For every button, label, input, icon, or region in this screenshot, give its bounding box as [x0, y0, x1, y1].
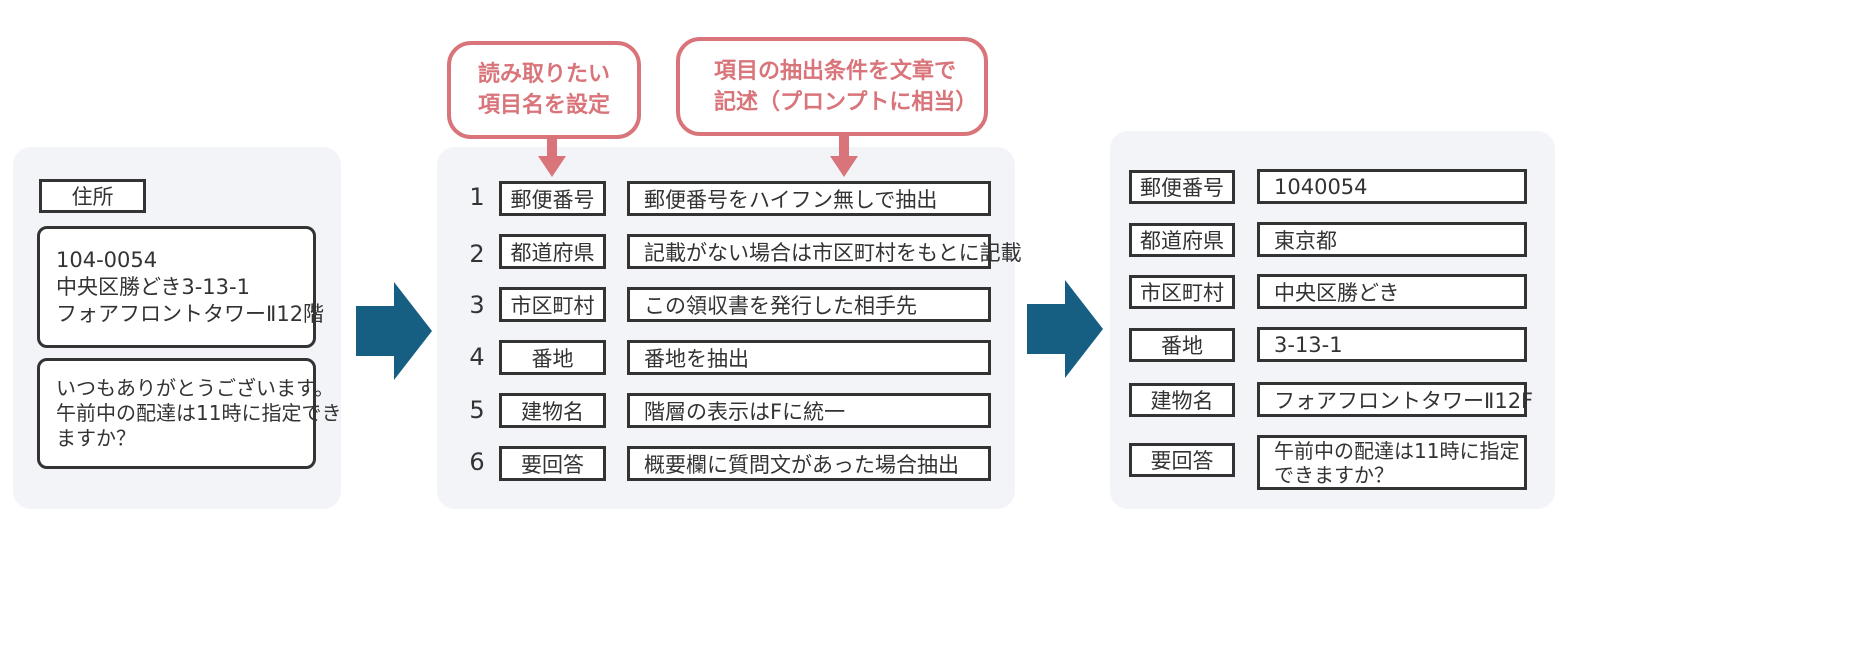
result-name: 建物名	[1150, 389, 1214, 413]
item-name-field: 郵便番号	[499, 181, 606, 216]
item-name: 郵便番号	[510, 187, 595, 212]
item-name-field: 都道府県	[499, 234, 606, 269]
item-name-field: 市区町村	[499, 287, 606, 322]
message-line: ますか？	[56, 426, 136, 450]
condition-field: 郵便番号をハイフン無しで抽出	[627, 181, 991, 216]
condition-field: この領収書を発行した相手先	[627, 287, 991, 322]
address-card: 104-0054 中央区勝どき3-13-1 フォアフロントタワーⅡ12階	[37, 226, 325, 348]
condition-text: 記載がない場合は市区町村をもとに記載	[644, 240, 1022, 265]
callout-line: 項目の抽出条件を文章で	[714, 58, 957, 84]
address-line: 中央区勝どき3-13-1	[56, 274, 250, 299]
condition-field: 概要欄に質問文があった場合抽出	[627, 446, 991, 481]
row-number: 4	[469, 343, 485, 371]
flow-arrow-icon	[1027, 280, 1103, 378]
row-number: 2	[469, 240, 485, 268]
callout-pointer-icon	[830, 136, 858, 177]
item-name-field: 建物名	[499, 393, 606, 428]
result-name: 郵便番号	[1140, 176, 1224, 200]
row-number: 5	[469, 396, 485, 424]
flow-arrow-icon	[356, 282, 432, 380]
condition-field: 記載がない場合は市区町村をもとに記載	[627, 234, 1022, 269]
result-value: フォアフロントタワーⅡ12F	[1274, 388, 1534, 413]
result-name-field: 市区町村	[1129, 275, 1235, 309]
row-number: 1	[469, 183, 485, 211]
message-card: いつもありがとうございます。 午前中の配達は11時に指定でき ますか？	[37, 358, 342, 469]
result-name-field: 要回答	[1129, 443, 1235, 477]
item-name: 都道府県	[510, 240, 595, 265]
row-number: 3	[469, 291, 485, 319]
row-number: 6	[469, 448, 485, 476]
result-value-field: 1040054	[1257, 169, 1527, 204]
callout-line: 読み取りたい	[477, 62, 610, 87]
item-name-field: 要回答	[499, 446, 606, 481]
result-value: 1040054	[1274, 174, 1368, 199]
address-line: フォアフロントタワーⅡ12階	[56, 301, 325, 326]
condition-field: 階層の表示はFに統一	[627, 393, 991, 428]
result-name-field: 都道府県	[1129, 223, 1235, 257]
item-name: 市区町村	[510, 293, 595, 318]
item-name: 番地	[531, 346, 574, 371]
condition-field: 番地を抽出	[627, 340, 991, 375]
condition-text: 郵便番号をハイフン無しで抽出	[644, 187, 938, 212]
condition-text: この領収書を発行した相手先	[644, 293, 917, 318]
result-name-field: 建物名	[1129, 383, 1235, 417]
item-name: 要回答	[521, 452, 584, 477]
result-value: 中央区勝どき	[1274, 280, 1400, 305]
address-line: 104-0054	[56, 247, 158, 272]
address-label-box: 住所	[39, 179, 146, 213]
result-value-field: 午前中の配達は11時に指定 できますか？	[1257, 435, 1527, 490]
callout-pointer-icon	[538, 139, 566, 177]
result-value-field: 東京都	[1257, 222, 1527, 257]
message-line: いつもありがとうございます。	[56, 376, 334, 400]
result-name-field: 番地	[1129, 328, 1235, 362]
result-name: 要回答	[1150, 449, 1214, 473]
result-value-field: 中央区勝どき	[1257, 274, 1527, 309]
result-name: 番地	[1161, 334, 1203, 358]
condition-callout: 項目の抽出条件を文章で 記述（プロンプトに相当）	[676, 37, 988, 136]
result-value-field: フォアフロントタワーⅡ12F	[1257, 382, 1533, 417]
result-value-field: 3-13-1	[1257, 327, 1527, 362]
result-value: できますか？	[1274, 462, 1394, 487]
result-name-field: 郵便番号	[1129, 170, 1235, 204]
result-value: 午前中の配達は11時に指定	[1274, 438, 1520, 463]
result-name: 都道府県	[1140, 229, 1224, 253]
item-name-field: 番地	[499, 340, 606, 375]
callout-line: 項目名を設定	[477, 93, 610, 118]
address-label: 住所	[71, 185, 114, 209]
callout-line: 記述（プロンプトに相当）	[714, 89, 978, 115]
result-name: 市区町村	[1140, 281, 1224, 305]
condition-text: 階層の表示はFに統一	[644, 399, 846, 424]
result-value: 3-13-1	[1274, 332, 1343, 357]
message-line: 午前中の配達は11時に指定でき	[56, 401, 342, 425]
condition-text: 概要欄に質問文があった場合抽出	[644, 452, 959, 477]
item-name: 建物名	[521, 399, 584, 424]
item-name-callout: 読み取りたい 項目名を設定	[447, 41, 641, 139]
condition-text: 番地を抽出	[644, 346, 749, 371]
result-value: 東京都	[1274, 228, 1337, 253]
